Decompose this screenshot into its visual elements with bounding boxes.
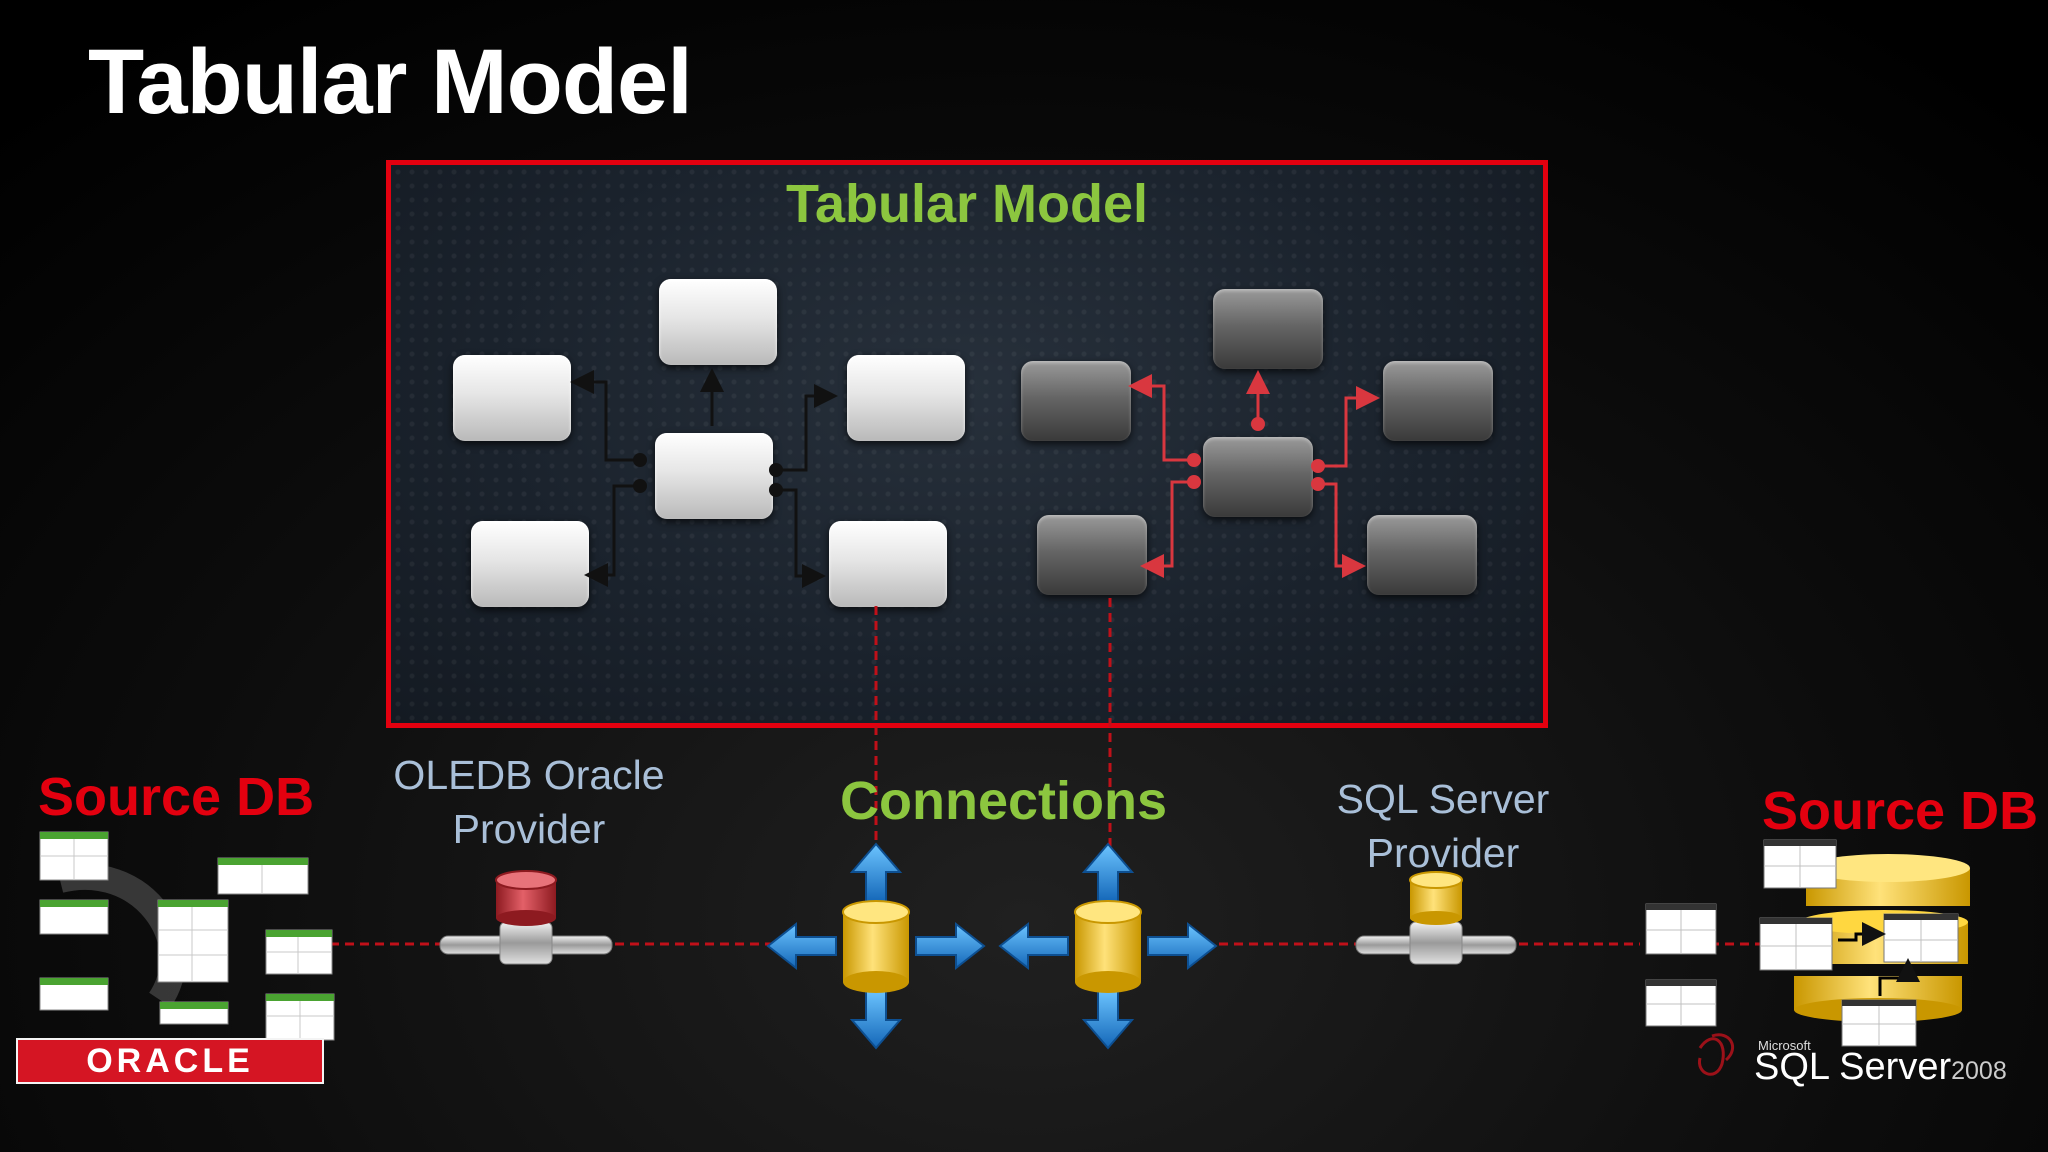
source-db-label-right: Source DB — [1762, 781, 2039, 841]
tabular-model-box: Tabular Model — [386, 160, 1548, 728]
connection-icon-left — [766, 842, 986, 1050]
source-db-label-left: Source DB — [38, 767, 315, 827]
model-table-grey-center — [1203, 437, 1313, 517]
model-table-grey — [1037, 515, 1147, 595]
sql-server-source-icon — [1645, 839, 1970, 1047]
model-table-white — [471, 521, 589, 607]
sql-server-logo-version: 2008 — [1951, 1057, 2007, 1085]
model-table-white — [659, 279, 777, 365]
model-table-white — [453, 355, 571, 441]
oracle-logo: ORACLE — [16, 1038, 324, 1084]
slide-title: Tabular Model — [88, 31, 693, 133]
oledb-provider-icon — [439, 870, 613, 965]
oledb-provider-label: OLEDB Oracle Provider — [368, 748, 690, 856]
connection-icon-right — [998, 842, 1218, 1050]
model-table-grey — [1367, 515, 1477, 595]
sql-server-logo-icon — [1698, 1033, 1734, 1076]
model-table-white — [847, 355, 965, 441]
model-table-white — [829, 521, 947, 607]
model-table-grey — [1383, 361, 1493, 441]
red-relationship-lines — [1128, 370, 1380, 578]
red-connector-dots — [1187, 417, 1325, 491]
sql-server-logo: SQL Server2008 — [1754, 1046, 2007, 1089]
sql-server-microsoft-text: Microsoft — [1758, 1038, 1811, 1053]
black-connector-dots — [633, 453, 783, 497]
model-table-white-center — [655, 433, 773, 519]
sql-provider-line-1: SQL Server — [1336, 776, 1550, 822]
oledb-provider-line-2: Provider — [452, 806, 606, 852]
oracle-source-tables-icon — [39, 831, 335, 1041]
oledb-provider-line-1: OLEDB Oracle — [393, 752, 665, 798]
connections-label: Connections — [840, 771, 1168, 831]
tabular-model-title: Tabular Model — [785, 174, 1149, 234]
model-table-grey — [1021, 361, 1131, 441]
sql-provider-label: SQL Server Provider — [1300, 772, 1586, 880]
black-relationship-lines — [570, 368, 838, 588]
sql-server-provider-icon — [1355, 871, 1517, 965]
model-table-grey — [1213, 289, 1323, 369]
sql-provider-line-2: Provider — [1366, 830, 1520, 876]
sql-server-logo-name: SQL Server — [1754, 1046, 1952, 1088]
